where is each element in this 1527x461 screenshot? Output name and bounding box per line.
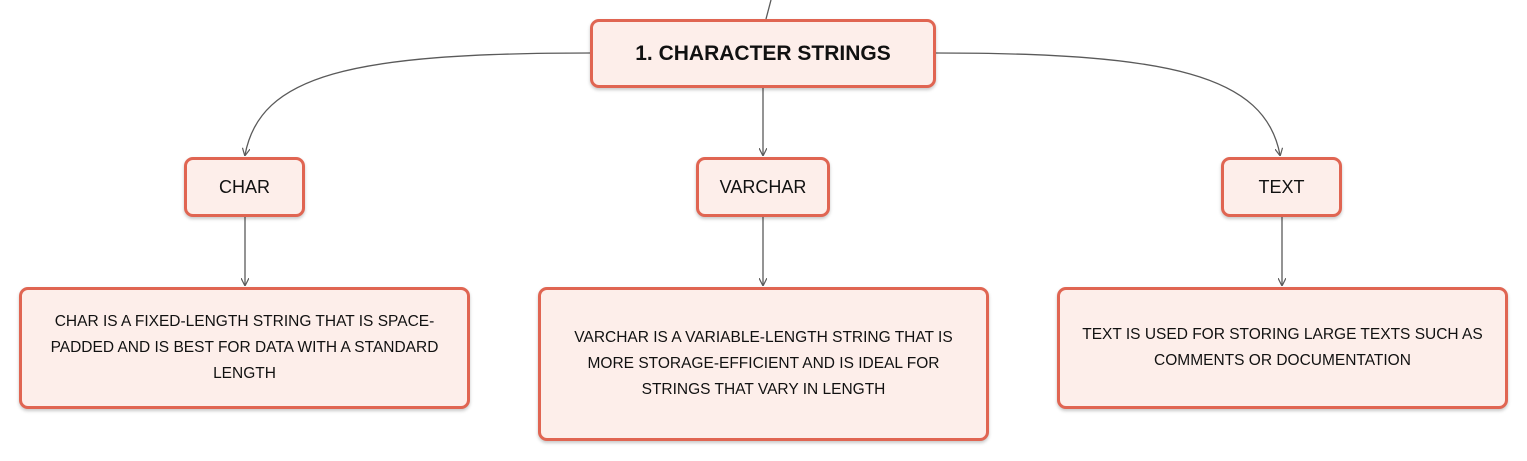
varchar-node[interactable]: VARCHAR [696, 157, 830, 217]
char-node[interactable]: CHAR [184, 157, 305, 217]
char-description-text: CHAR IS A FIXED-LENGTH STRING THAT IS SP… [50, 313, 439, 382]
char-node-label: CHAR [218, 176, 270, 197]
varchar-node-label: VARCHAR [719, 176, 807, 197]
text-node[interactable]: TEXT [1221, 157, 1342, 217]
char-description-node[interactable]: CHAR IS A FIXED-LENGTH STRING THAT IS SP… [19, 287, 470, 409]
text-node-label: TEXT [1258, 176, 1305, 197]
varchar-description-node[interactable]: VARCHAR IS A VARIABLE-LENGTH STRING THAT… [538, 287, 989, 441]
connector-root-to-text [935, 52, 1280, 155]
text-description-node[interactable]: TEXT IS USED FOR STORING LARGE TEXTS SUC… [1057, 287, 1508, 409]
connector-root-to-char [245, 52, 591, 155]
root-node[interactable]: 1. CHARACTER STRINGS [590, 19, 936, 88]
root-node-label: 1. CHARACTER STRINGS [635, 41, 891, 65]
text-description-text: TEXT IS USED FOR STORING LARGE TEXTS SUC… [1082, 326, 1483, 369]
incoming-connector [765, 0, 772, 20]
varchar-description-text: VARCHAR IS A VARIABLE-LENGTH STRING THAT… [574, 329, 953, 398]
